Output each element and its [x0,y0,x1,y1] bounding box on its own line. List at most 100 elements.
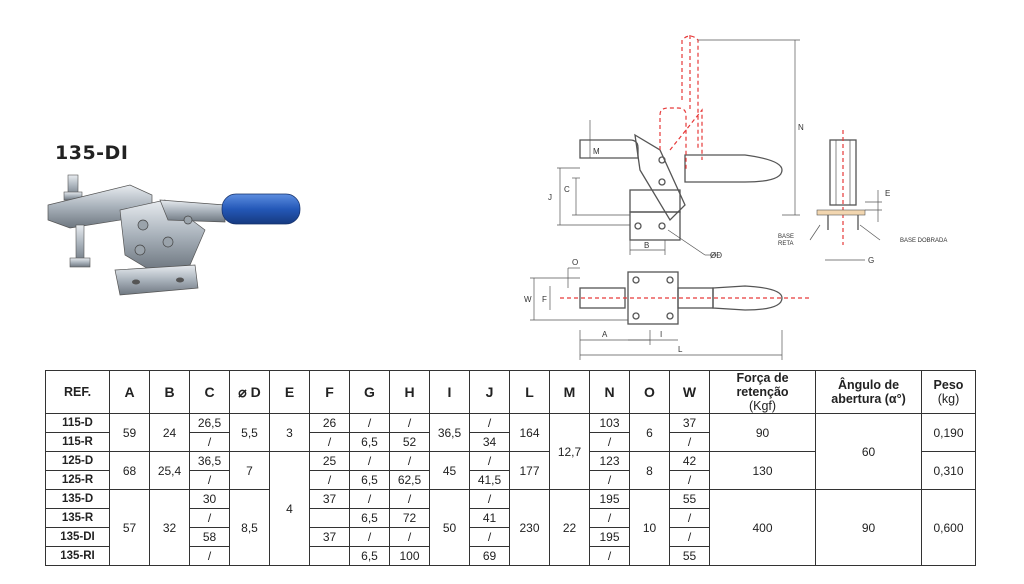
dim-a-label: A [602,330,608,339]
cell-h: 100 [389,546,430,566]
cell-f: 37 [309,489,350,509]
dim-e-label: E [885,189,890,198]
ref-cell: 125-D [45,451,110,471]
dim-g-label: G [868,256,874,265]
dim-i-label: I [660,330,662,339]
dim-b-label: B [644,241,649,250]
cell-b: 24 [149,413,190,452]
cell-c: 36,5 [189,451,230,471]
cell-forca: 400 [709,489,816,566]
cell-g: 6,5 [349,470,390,490]
header-o: O [629,370,670,414]
cell-j: / [469,413,510,433]
spec-table: REF. A B C ⌀ D E F G H I J L M N O W For… [45,370,976,566]
cell-f: / [309,470,350,490]
cell-f [309,508,350,528]
cell-angulo: 60 [815,413,922,490]
cell-f: / [309,432,350,452]
cell-d: 5,5 [229,413,270,452]
header-w: W [669,370,710,414]
cell-h: / [389,413,430,433]
cell-w: 55 [669,489,710,509]
cell-j: 41 [469,508,510,528]
cell-forca: 90 [709,413,816,452]
table-row: 115-D 59 24 26,5 5,5 3 26 / / 36,5 / 164… [45,413,976,490]
header-d: ⌀ D [229,370,270,414]
header-l: L [509,370,550,414]
dim-l-label: L [678,345,683,354]
cell-a: 59 [109,413,150,452]
ref-cell: 135-RI [45,546,110,566]
cell-n: 103 [589,413,630,433]
cell-w: / [669,508,710,528]
header-b: B [149,370,190,414]
cell-i: 45 [429,451,470,490]
dim-j-label: J [548,193,552,202]
cell-f: 37 [309,527,350,547]
technical-drawing: J C M B ØD N E G BASE RETA BASE DOBRADA [524,35,947,360]
header-j: J [469,370,510,414]
cell-g: / [349,527,390,547]
cell-d: 8,5 [229,489,270,566]
cell-peso: 0,190 [921,413,976,452]
side-view: J C M B ØD N [548,35,804,260]
cell-j: / [469,527,510,547]
end-view: E G BASE RETA BASE DOBRADA [778,130,947,265]
cell-h: 52 [389,432,430,452]
cell-w: / [669,470,710,490]
dim-f-label: F [542,295,547,304]
ref-cell: 115-D [45,413,110,433]
header-forca-line1: Força de retenção [736,371,789,400]
table-row: 125-R / / 6,5 62,5 41,5 / / [45,470,976,490]
cell-c: / [189,508,230,528]
header-h: H [389,370,430,414]
header-a: A [109,370,150,414]
cell-l: 164 [509,413,550,452]
cell-l: 230 [509,489,550,566]
cell-w: 42 [669,451,710,471]
base-reta-label-1: BASE [778,234,794,240]
cell-j: 69 [469,546,510,566]
cell-g: 6,5 [349,546,390,566]
ref-cell: 135-R [45,508,110,528]
cell-j: 41,5 [469,470,510,490]
table-row: 135-RI / 6,5 100 69 / 55 [45,546,976,566]
dim-d-label: ØD [710,251,722,260]
cell-angulo: 90 [815,489,922,566]
cell-n: / [589,432,630,452]
cell-g: / [349,451,390,471]
header-peso-line2: (kg) [937,392,960,406]
cell-h: 62,5 [389,470,430,490]
cell-h: / [389,527,430,547]
cell-n: / [589,508,630,528]
header-c: C [189,370,230,414]
cell-f: 26 [309,413,350,433]
cell-w: 55 [669,546,710,566]
base-reta-label-2: RETA [778,241,794,247]
cell-g: 6,5 [349,508,390,528]
dim-w-label: W [524,295,532,304]
product-title: 135-DI [55,142,129,164]
cell-b: 25,4 [149,451,190,490]
cell-c: / [189,432,230,452]
ref-cell: 135-DI [45,527,110,547]
header-i: I [429,370,470,414]
cell-o: 6 [629,413,670,452]
cell-g: / [349,413,390,433]
header-angulo-line1: Ângulo de [837,378,900,392]
dim-m-label: M [593,147,600,156]
header-e: E [269,370,310,414]
cell-f: 25 [309,451,350,471]
cell-a: 57 [109,489,150,566]
header-n: N [589,370,630,414]
cell-n: 195 [589,527,630,547]
cell-h: / [389,451,430,471]
cell-n: 195 [589,489,630,509]
cell-w: / [669,527,710,547]
cell-peso: 0,310 [921,451,976,490]
cell-o: 10 [629,489,670,566]
cell-o: 8 [629,451,670,490]
cell-j: / [469,489,510,509]
ref-cell: 125-R [45,470,110,490]
